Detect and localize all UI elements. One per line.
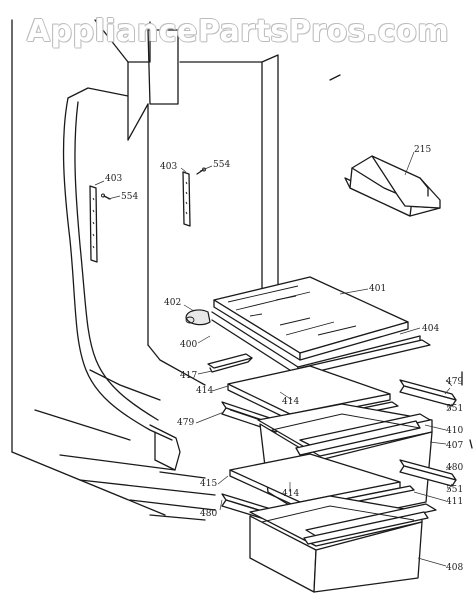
callout-labels: 403 554 403 554 215 401 402 400 404 417 … xyxy=(105,145,463,573)
callout-400: 400 xyxy=(180,340,197,350)
cabinet-outline xyxy=(11,19,473,521)
shelf-frame-400 xyxy=(185,309,431,375)
callout-401: 401 xyxy=(369,284,386,294)
callout-404: 404 xyxy=(422,324,439,334)
shelf-support-right xyxy=(182,171,191,227)
callout-414-lower: 414 xyxy=(282,489,299,499)
bin-215 xyxy=(344,155,441,217)
crisper-drawer-lower xyxy=(249,495,437,593)
bracket-417 xyxy=(207,353,253,373)
callout-554-left: 554 xyxy=(121,192,138,202)
callout-411: 411 xyxy=(446,497,463,507)
callout-415: 415 xyxy=(200,479,217,489)
callout-479-right: 479 xyxy=(446,377,463,387)
slide-rail-479-right xyxy=(399,379,457,407)
shelf-support-left xyxy=(89,185,98,263)
callout-417: 417 xyxy=(180,371,197,381)
callout-408: 408 xyxy=(446,563,463,573)
callout-551-lower: 551 xyxy=(446,485,463,495)
callout-215: 215 xyxy=(414,145,431,155)
slide-rail-480-right xyxy=(399,459,457,487)
callout-402: 402 xyxy=(164,298,181,308)
screw-554-left xyxy=(101,193,111,200)
callout-554-right: 554 xyxy=(213,160,230,170)
screw-554-right xyxy=(196,167,206,175)
glass-shelf-401 xyxy=(213,276,409,361)
callout-480-left: 480 xyxy=(200,509,217,519)
callout-410: 410 xyxy=(446,426,463,436)
callout-414-upper-right: 414 xyxy=(282,397,299,407)
callout-414-upper-left: 414 xyxy=(196,386,213,396)
leader-lines xyxy=(94,151,453,567)
breaker-strip xyxy=(62,87,206,479)
callout-551-upper: 551 xyxy=(446,404,463,414)
callout-407: 407 xyxy=(446,441,463,451)
callout-403-right: 403 xyxy=(160,162,177,172)
callout-480-right: 480 xyxy=(446,463,463,473)
callout-479-left: 479 xyxy=(177,418,194,428)
callout-403-left: 403 xyxy=(105,174,122,184)
